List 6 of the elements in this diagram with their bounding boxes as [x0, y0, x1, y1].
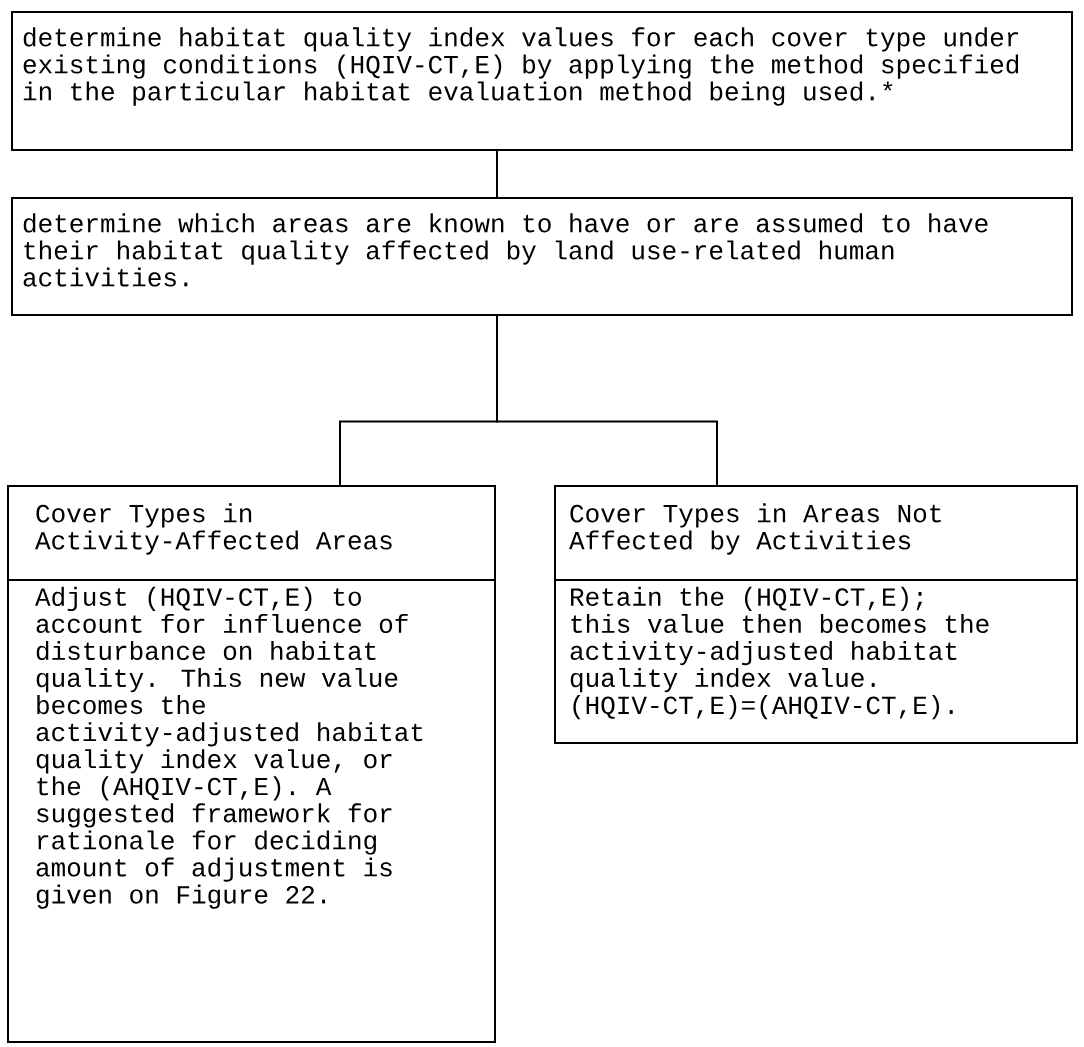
process-box: determine which areas are known to have or are assumed to have their habitat quality affected by land use-related human activities.	[11, 197, 1073, 316]
process-box: determine habitat quality index values for each cover type under existing conditions (HQIV-CT,E) by applying the method specified in the particular habitat evaluation method being used.*	[11, 11, 1073, 151]
connector-line	[496, 315, 718, 486]
process-box: Cover Types in Activity-Affected Areas Adjust (HQIV-CT,E) to account for influence of disturbance on habitat quality. This new value becomes the activity-adjusted habitat quality index value, or the (AHQIV-CT,E). A suggested framework for rationale for deciding amount of adjustment is given on Figure 22.	[7, 485, 496, 1043]
process-box: Cover Types in Areas Not Affected by Activities Retain the (HQIV-CT,E); this value then becomes the activity-adjusted habitat quality index value. (HQIV-CT,E)=(AHQIV-CT,E).	[554, 485, 1078, 744]
connector-line	[496, 150, 498, 198]
